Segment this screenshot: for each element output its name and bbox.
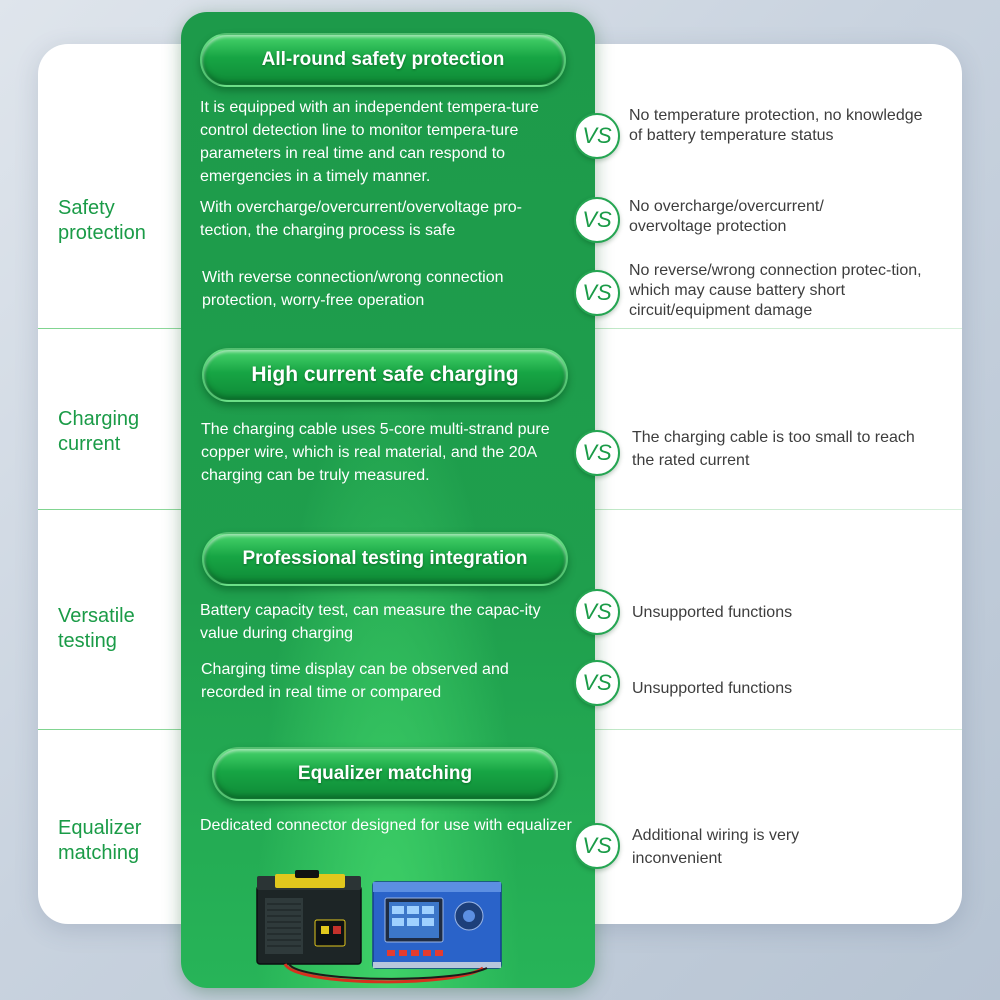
charger-and-equalizer-image [256,870,502,984]
advantage-column [181,12,595,988]
competitor-safety-2-text: No overcharge/overcurrent/ overvoltage p… [629,198,824,235]
category-versatile-testing: Versatile testing [58,605,135,652]
testing-feature-1-text: Battery capacity test, can measure the c… [200,602,541,642]
competitor-charging-text: The charging cable is too small to reach… [632,429,915,469]
safety-feature-3-text: With reverse connection/wrong connection… [202,269,504,309]
testing-feature-2-text: Charging time display can be observed an… [201,661,509,701]
category-equalizer-matching: Equalizer matching [58,817,142,864]
charging-feature-text: The charging cable uses 5-core multi-str… [201,421,550,484]
safety-feature-1-text: It is equipped with an independent tempe… [200,99,539,185]
equalizer-feature-text: Dedicated connector designed for use wit… [200,817,572,834]
vs-badge: VS [574,660,620,706]
category-charging-current: Charging current [58,408,140,455]
competitor-equalizer-text: Additional wiring is very inconvenient [632,827,800,867]
safety-header-pill: All-round safety protection [200,33,566,87]
equalizer-header-pill: Equalizer matching [212,747,558,801]
equalizer-device [372,881,502,969]
testing-header-pill: Professional testing integration [202,532,568,586]
category-safety-protection: Safety protection [58,197,146,244]
charging-header-pill: High current safe charging [202,348,568,402]
safety-feature-2-text: With overcharge/overcurrent/overvoltage … [200,199,522,239]
vs-badge: VS [574,113,620,159]
vs-badge: VS [574,197,620,243]
vs-badge: VS [574,823,620,869]
competitor-testing-1-text: Unsupported functions [632,604,793,621]
product-illustration [255,868,505,986]
vs-badge: VS [574,430,620,476]
competitor-safety-1-text: No temperature protection, no knowledge … [629,107,923,144]
competitor-safety-3-text: No reverse/wrong connection protec-tion,… [629,262,922,319]
charger-device [256,870,362,965]
competitor-testing-2-text: Unsupported functions [632,680,793,697]
vs-badge: VS [574,270,620,316]
vs-badge: VS [574,589,620,635]
